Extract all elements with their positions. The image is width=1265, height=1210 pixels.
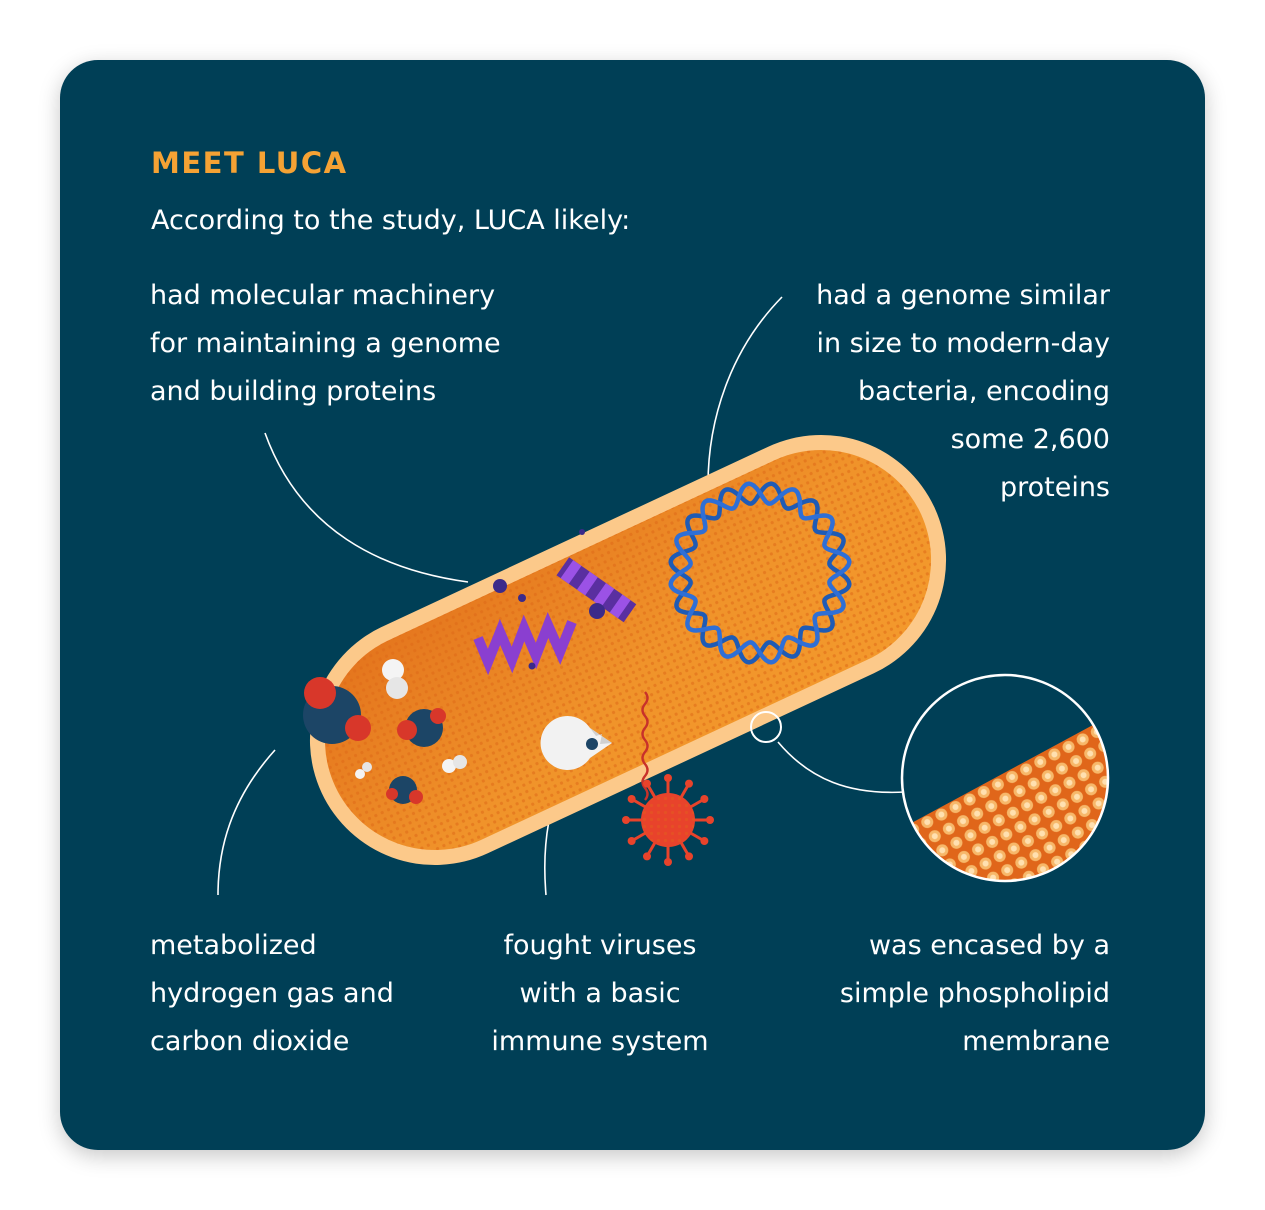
ribosome-dot bbox=[589, 603, 605, 619]
co2-oxygen bbox=[397, 720, 417, 740]
h2-molecule bbox=[355, 769, 365, 779]
immune-enzyme bbox=[540, 716, 612, 770]
callout-metabolism: metabolized hydrogen gas and carbon diox… bbox=[150, 930, 394, 1057]
luca-infographic-card: MEET LUCA According to the study, LUCA l… bbox=[60, 60, 1205, 1150]
h2-molecule bbox=[362, 762, 372, 772]
co2-oxygen bbox=[345, 715, 371, 741]
virus-spike bbox=[646, 841, 657, 856]
ribosome-dot bbox=[579, 529, 585, 535]
virus-spike bbox=[646, 784, 657, 799]
viral-rna bbox=[641, 691, 649, 801]
virus-spike-tip bbox=[706, 816, 714, 824]
virus-spike bbox=[679, 784, 690, 799]
co2-oxygen bbox=[386, 788, 398, 800]
virus-spike-tip bbox=[664, 774, 672, 782]
ribosome-dot bbox=[528, 662, 536, 670]
virus-particle bbox=[622, 774, 714, 866]
section-kicker: MEET LUCA bbox=[151, 146, 348, 180]
dna-strand-b bbox=[668, 481, 852, 665]
virus-spike bbox=[632, 831, 647, 842]
membrane-zoom-lens bbox=[900, 673, 1110, 883]
protein-helix bbox=[473, 611, 577, 676]
leader-membrane bbox=[777, 741, 906, 794]
membrane-zoom-marker bbox=[750, 711, 782, 743]
h2-molecule bbox=[442, 759, 456, 773]
co2-oxygen bbox=[430, 708, 446, 724]
dna-ring bbox=[668, 481, 852, 665]
leader-metabolism bbox=[217, 749, 276, 896]
intro-text: According to the study, LUCA likely: bbox=[151, 205, 631, 236]
leader-genome bbox=[707, 296, 783, 486]
virus-spike bbox=[679, 841, 690, 856]
callout-machinery: had molecular machinery for maintaining … bbox=[150, 280, 501, 407]
callout-genome: had a genome similar in size to modern-d… bbox=[816, 280, 1110, 503]
leader-machinery bbox=[264, 432, 469, 583]
callout-membrane: was encased by a simple phospholipid mem… bbox=[839, 930, 1110, 1057]
cell-body bbox=[309, 434, 947, 866]
gas-molecules bbox=[303, 659, 467, 804]
ribosome-dot bbox=[493, 579, 507, 593]
callout-immune: fought viruses with a basic immune syste… bbox=[491, 930, 709, 1057]
virus-spike bbox=[632, 798, 647, 809]
virus-spike bbox=[689, 798, 704, 809]
virus-spike bbox=[689, 831, 704, 842]
protein-machinery bbox=[473, 529, 637, 676]
ribosome-dot bbox=[518, 594, 526, 602]
h2-molecule bbox=[382, 659, 404, 681]
co2-oxygen bbox=[409, 790, 423, 804]
co2-oxygen bbox=[304, 677, 336, 709]
luca-cell-illustration bbox=[217, 296, 1110, 896]
virus-spike-tip bbox=[664, 858, 672, 866]
h2-molecule bbox=[386, 677, 408, 699]
virus-spike-tip bbox=[622, 816, 630, 824]
h2-molecule bbox=[453, 755, 467, 769]
cell-texture bbox=[324, 449, 932, 851]
protein-ribbon bbox=[556, 557, 637, 623]
